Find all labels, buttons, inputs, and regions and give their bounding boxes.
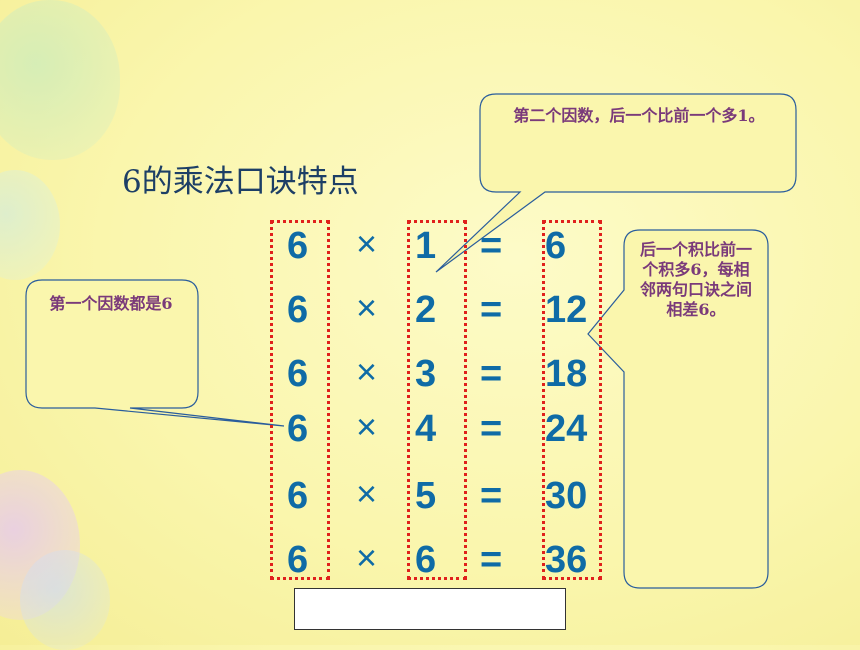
first-factor: 6 [287, 289, 309, 331]
empty-text-box[interactable] [294, 588, 566, 630]
equals-sign: = [480, 289, 503, 331]
second-factor: 5 [415, 475, 437, 517]
multiply-sign: × [356, 406, 378, 447]
balloon-decoration-bottom-left-2 [20, 550, 110, 650]
multiply-sign: × [356, 223, 378, 264]
page-title: 6的乘法口诀特点 [122, 164, 359, 200]
equals-sign: = [480, 353, 503, 395]
multiply-sign: × [356, 287, 378, 328]
callout-second-factor-text: 第二个因数，后一个比前一个多1。 [513, 106, 765, 125]
callout-first-factor-text: 第一个因数都是6 [49, 294, 173, 313]
second-factor: 3 [415, 353, 437, 395]
first-factor: 6 [287, 353, 309, 395]
product: 30 [545, 475, 588, 517]
multiply-sign: × [356, 351, 378, 392]
first-factor: 6 [287, 539, 309, 581]
multiply-sign: × [356, 473, 378, 514]
product-column-box [542, 220, 602, 580]
balloon-decoration-top-left [0, 0, 120, 160]
callout-second-factor-bubble [435, 93, 797, 273]
second-factor: 1 [415, 225, 437, 267]
equals-sign: = [480, 408, 503, 450]
callout-product-text: 后一个积比前一个积多6，每相邻两句口诀之间相差6。 [639, 240, 752, 319]
equals-sign: = [480, 475, 503, 517]
equals-sign: = [480, 225, 503, 267]
product: 36 [545, 539, 588, 581]
second-factor: 2 [415, 289, 437, 331]
second-factor-column-box [407, 220, 467, 580]
first-factor-column-box [270, 220, 330, 580]
product: 18 [545, 353, 588, 395]
product: 24 [545, 408, 588, 450]
callout-first-factor-bubble [25, 279, 285, 427]
second-factor: 6 [415, 539, 437, 581]
first-factor: 6 [287, 408, 309, 450]
equals-sign: = [480, 539, 503, 581]
first-factor: 6 [287, 475, 309, 517]
product: 6 [545, 225, 567, 267]
product: 12 [545, 289, 588, 331]
second-factor: 4 [415, 408, 437, 450]
first-factor: 6 [287, 225, 309, 267]
multiply-sign: × [356, 537, 378, 578]
callout-product-bubble [587, 229, 769, 589]
